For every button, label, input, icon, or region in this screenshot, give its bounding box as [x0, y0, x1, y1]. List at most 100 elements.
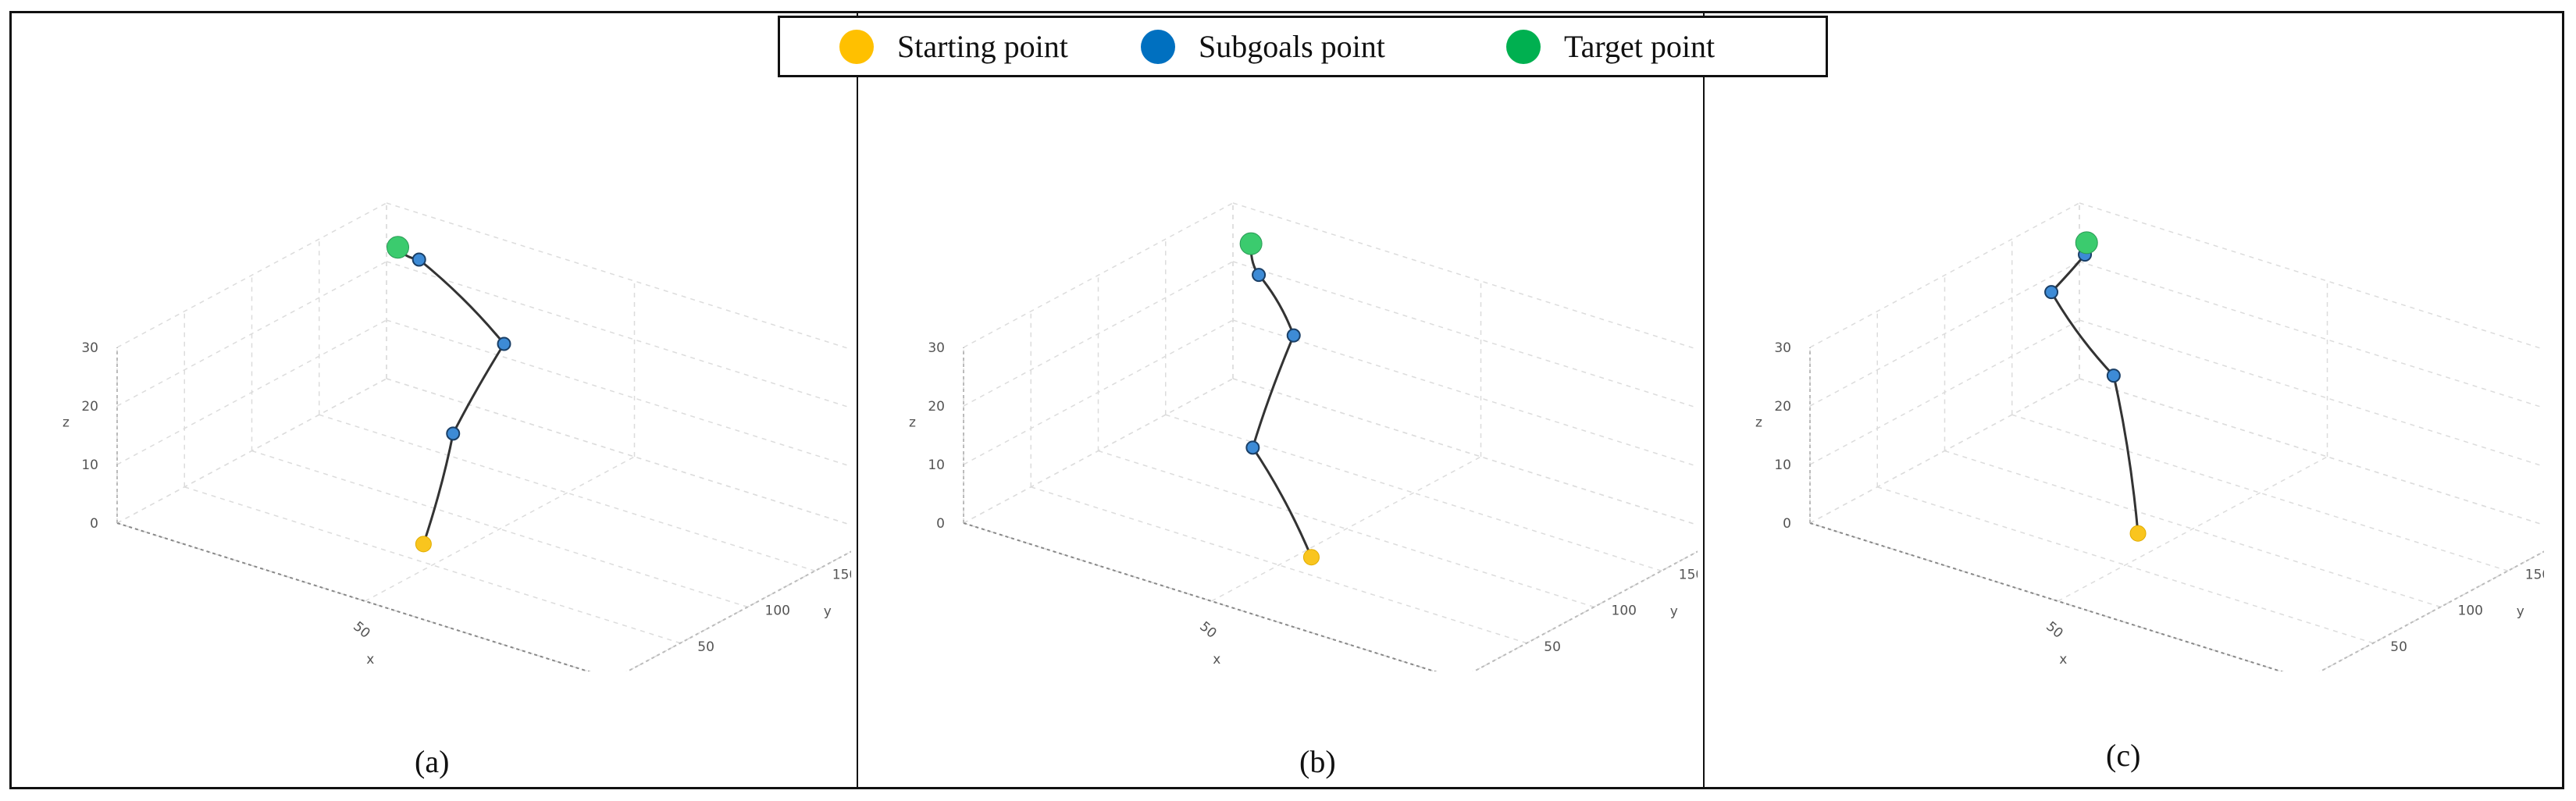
- floor-grid-x-line: [1473, 550, 1698, 671]
- z-tick-label: 30: [1774, 340, 1791, 356]
- subgoal-marker-icon: [1141, 29, 1175, 64]
- panel-divider-1: [857, 11, 858, 789]
- subgoal-point-marker: [1245, 440, 1260, 455]
- z-tick-label: 30: [81, 340, 98, 356]
- x-tick-label: 50: [350, 619, 372, 642]
- x-tick-label: 50: [2043, 619, 2065, 642]
- floor-grid-y-line: [116, 522, 590, 671]
- legend-label-subgoal: Subgoals point: [1199, 29, 1385, 64]
- floor-grid-y-line: [386, 378, 851, 526]
- start-point-marker: [2129, 525, 2147, 542]
- y-axis-line: [1472, 550, 1698, 671]
- side-grid-z-line: [1232, 202, 1698, 351]
- x-axis-line: [963, 522, 1438, 671]
- z-axis-label: z: [62, 415, 69, 430]
- floor-grid-y-line: [1232, 378, 1698, 526]
- trajectory-path: [1249, 244, 1313, 558]
- z-tick-label: 0: [90, 516, 98, 532]
- y-tick-label: 50: [697, 639, 714, 655]
- z-tick-label: 20: [928, 399, 945, 415]
- floor-grid-y-line: [963, 522, 1437, 671]
- z-axis-label: z: [909, 415, 916, 430]
- floor-grid-y-line: [1877, 486, 2374, 644]
- floor-grid-y-line: [1809, 522, 2283, 671]
- floor-grid-y-line: [184, 486, 681, 644]
- side-grid-z-line: [1232, 378, 1698, 526]
- side-grid-z-line: [1232, 319, 1698, 468]
- trajectory-path: [397, 246, 506, 545]
- side-grid-z-line: [2079, 319, 2544, 468]
- side-grid-z-line: [386, 261, 851, 409]
- floor-grid-x-line: [365, 456, 635, 602]
- wall-grid-z-line: [116, 202, 387, 348]
- z-tick-label: 20: [81, 399, 98, 415]
- start-marker-icon: [839, 29, 874, 64]
- side-grid-z-line: [386, 378, 851, 526]
- y-tick-label: 50: [1544, 639, 1561, 655]
- y-tick-label: 150: [832, 567, 851, 582]
- target-point-marker: [1239, 232, 1263, 255]
- z-tick-label: 10: [1774, 457, 1791, 473]
- floor-grid-x-line: [2058, 456, 2328, 602]
- chart-panel-c: 010203050100050100150200zxy: [1755, 202, 2544, 671]
- subgoal-point-marker: [2106, 368, 2121, 383]
- subgoal-point-marker: [412, 252, 426, 267]
- y-tick-label: 100: [2458, 603, 2483, 619]
- target-point-marker: [2075, 231, 2098, 255]
- subgoal-point-marker: [446, 426, 461, 441]
- x-axis-label: x: [2059, 652, 2067, 668]
- y-tick-label: 100: [1612, 603, 1637, 619]
- target-point-marker: [387, 236, 409, 259]
- side-grid-z-line: [2079, 261, 2544, 409]
- subgoal-point-marker: [2044, 285, 2059, 300]
- subgoal-point-marker: [1252, 268, 1267, 283]
- x-tick-label: 50: [1196, 619, 1219, 642]
- side-grid-z-line: [1232, 261, 1698, 409]
- subgoal-point-marker: [1286, 328, 1301, 343]
- subgoal-point-marker: [497, 336, 511, 351]
- side-grid-z-line: [386, 319, 851, 468]
- x-axis-label: x: [366, 652, 374, 668]
- y-tick-label: 150: [2525, 567, 2544, 582]
- floor-grid-y-line: [251, 450, 748, 608]
- chart-panel-b: 010203050100050100150200zxy: [909, 202, 1698, 671]
- chart-panel-a: 010203050100050100150200zxy: [62, 202, 851, 671]
- y-axis-line: [625, 550, 851, 671]
- x-axis-line: [1809, 522, 2284, 671]
- floor-grid-y-line: [1098, 450, 1594, 608]
- side-grid-z-line: [2079, 378, 2544, 526]
- z-tick-label: 0: [936, 516, 945, 532]
- target-marker-icon: [1506, 29, 1541, 64]
- y-tick-label: 100: [765, 603, 790, 619]
- y-axis-line: [2318, 550, 2544, 671]
- floor-grid-y-line: [319, 414, 815, 571]
- caption-c: (c): [2106, 738, 2141, 773]
- side-grid-z-line: [2079, 202, 2544, 351]
- z-tick-label: 0: [1783, 516, 1791, 532]
- floor-grid-y-line: [1165, 414, 1662, 571]
- y-axis-label: y: [2517, 603, 2524, 619]
- wall-grid-z-line: [1809, 202, 2080, 348]
- z-tick-label: 20: [1774, 399, 1791, 415]
- x-axis-line: [116, 522, 591, 671]
- caption-a: (a): [415, 744, 450, 779]
- start-point-marker: [415, 536, 432, 553]
- wall-grid-z-line: [963, 202, 1234, 348]
- legend-item-start: Starting point: [839, 18, 1068, 75]
- legend-label-start: Starting point: [897, 29, 1068, 64]
- trajectory-path: [2050, 242, 2140, 534]
- z-axis-label: z: [1755, 415, 1762, 430]
- legend-item-subgoal: Subgoals point: [1141, 18, 1385, 75]
- figure-frame: [9, 11, 2564, 789]
- floor-grid-x-line: [1211, 456, 1481, 602]
- legend: Starting point Subgoals point Target poi…: [778, 16, 1828, 77]
- panel-divider-2: [1703, 11, 1705, 789]
- z-tick-label: 30: [928, 340, 945, 356]
- x-axis-label: x: [1213, 652, 1220, 668]
- legend-label-target: Target point: [1564, 29, 1716, 64]
- legend-item-target: Target point: [1506, 18, 1715, 75]
- start-point-marker: [1302, 549, 1320, 566]
- y-axis-label: y: [1670, 603, 1678, 619]
- floor-grid-x-line: [626, 550, 851, 671]
- floor-grid-y-line: [1031, 486, 1527, 644]
